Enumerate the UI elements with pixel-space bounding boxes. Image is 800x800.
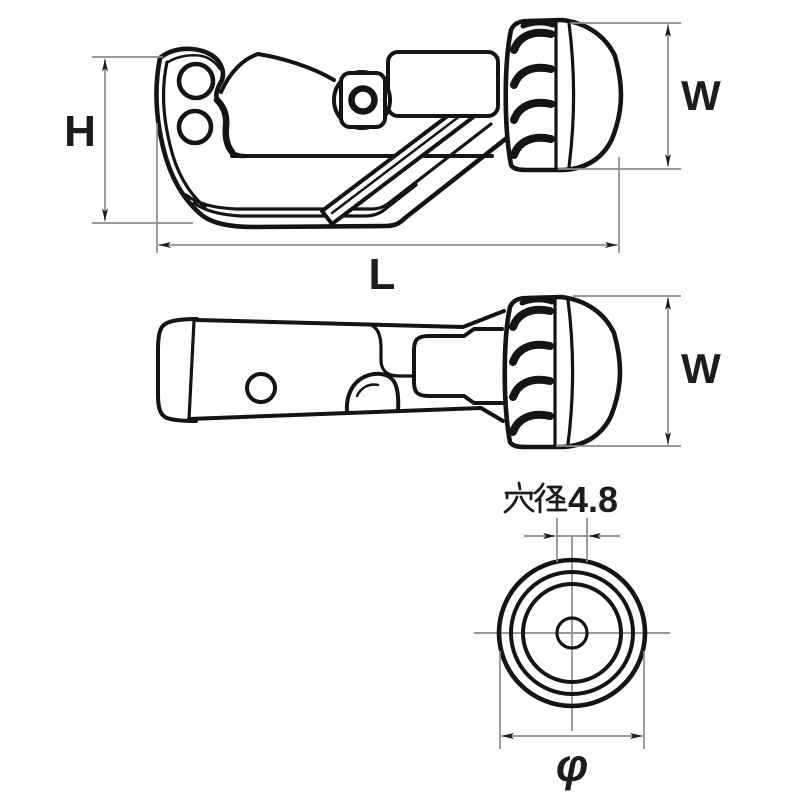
cutter-housing-inner-arc <box>355 383 380 398</box>
dimension-label-h: H <box>64 107 96 156</box>
side-view-knob <box>506 20 621 170</box>
feed-slot <box>412 327 504 405</box>
handle-bar-inner-line <box>330 104 475 215</box>
slide-body <box>386 50 500 118</box>
dimension-label-w: W <box>681 72 721 119</box>
side-view: H W L <box>64 20 721 299</box>
hole-note-kanji-paths <box>503 481 568 514</box>
body-corner-line <box>369 323 414 378</box>
dimension-w-side: W <box>558 22 721 170</box>
jaw-layer-line <box>192 183 418 218</box>
end-cap-line <box>187 319 196 421</box>
jaw-layer-line <box>184 122 493 211</box>
body-top-edge <box>195 309 506 329</box>
rail-top-edge <box>219 52 336 94</box>
frame-outer-sweep <box>154 55 511 230</box>
end-view: 4.8 φ <box>474 479 670 791</box>
hole-note-value: 4.8 <box>568 479 618 520</box>
center-hole <box>555 616 589 650</box>
end-cap <box>156 317 199 423</box>
pin-hole <box>245 372 277 404</box>
roller-circle <box>176 61 216 101</box>
dimension-label-w: W <box>681 345 721 392</box>
diameter-dimension: φ <box>499 651 645 791</box>
dimension-l: L <box>156 123 620 299</box>
cam-edge <box>213 96 236 156</box>
cutter-housing-bump <box>344 371 401 413</box>
hole-dimension: 4.8 <box>503 479 620 562</box>
dimension-label-l: L <box>369 250 396 299</box>
dimension-h: H <box>64 56 193 224</box>
knob-middle-ring <box>509 570 635 696</box>
knob-outer-ring <box>496 557 648 709</box>
dimension-w-top: W <box>556 295 721 447</box>
top-view-knob <box>505 297 620 447</box>
top-view: W <box>156 295 721 447</box>
cutter-bolt <box>348 85 378 115</box>
knob-inner-ring <box>521 582 623 684</box>
roller-circle <box>176 108 214 146</box>
diameter-symbol: φ <box>556 739 588 791</box>
frame-inner-sweep <box>161 60 207 209</box>
body-bottom-edge <box>187 406 505 423</box>
roller-block-inner-line <box>166 54 222 71</box>
